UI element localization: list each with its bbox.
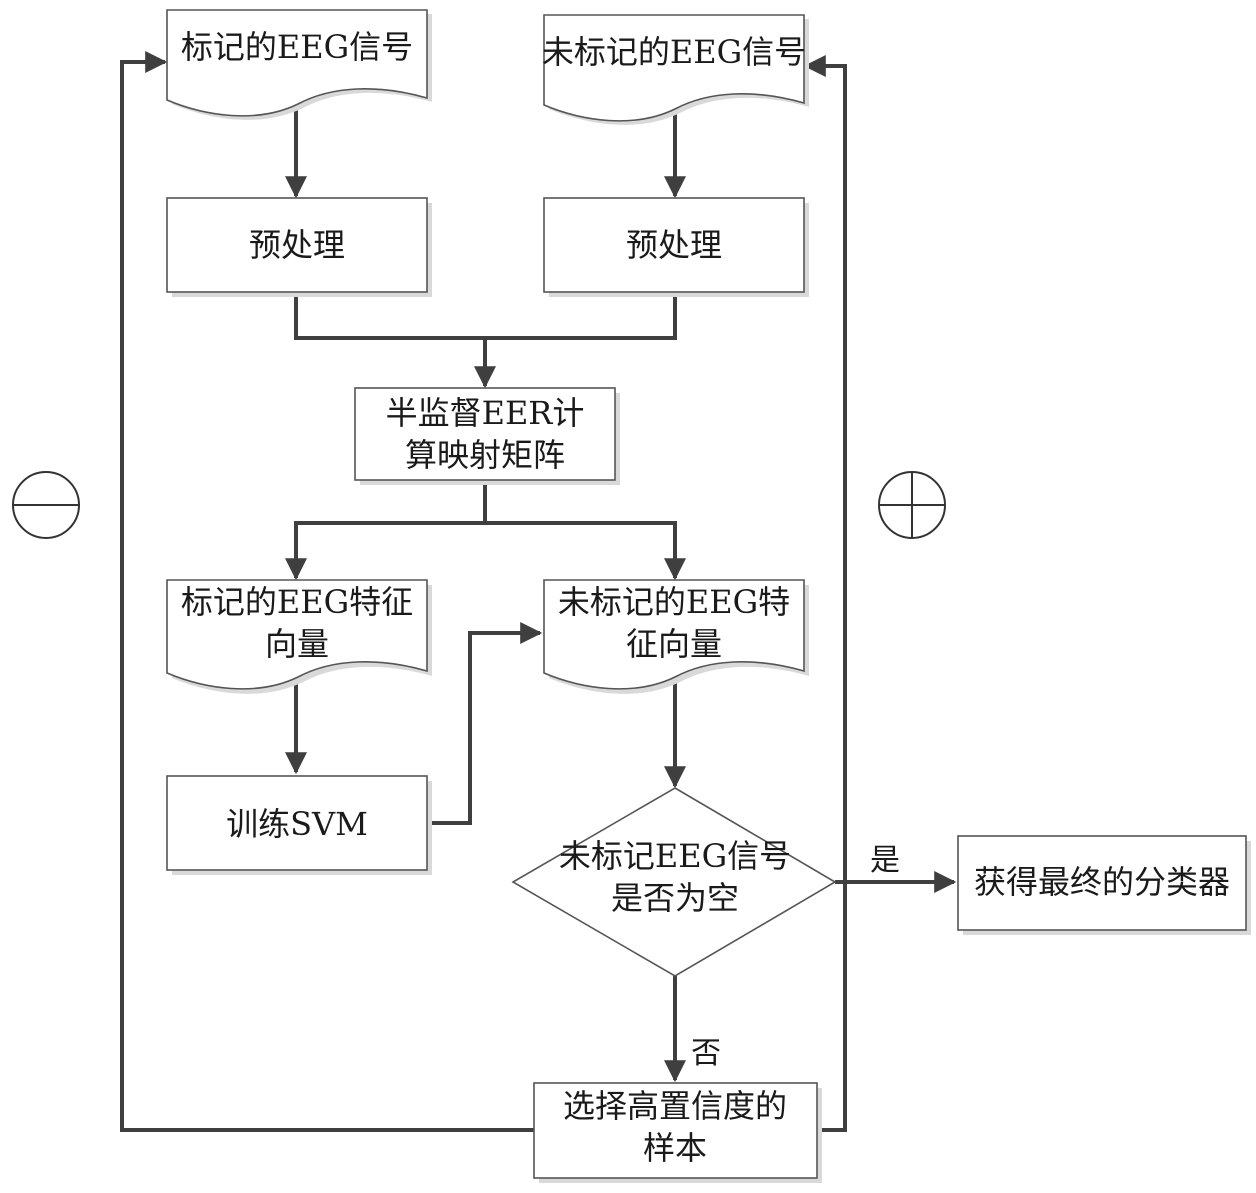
text-line: 征向量 [626,625,722,663]
text-line: 标记的EEG特征 [181,583,413,621]
node-unlabeled-eeg-signal: 未标记的EEG信号 [542,15,809,125]
node-semi-supervised-eer: 半监督EER计算映射矩阵 [355,388,620,485]
node-decision-empty: 未标记EEG信号是否为空 [513,788,835,976]
minus-circle-icon [13,472,79,538]
text-line: 选择高置信度的 [563,1087,787,1125]
edge-svm-to-unlabeled-feature [426,633,540,823]
node-train-svm-text: 训练SVM [226,805,368,843]
node-final-classifier-text: 获得最终的分类器 [974,863,1230,901]
text-line: 标记的EEG信号 [181,28,413,66]
text-line: 预处理 [249,226,345,264]
text-line: 未标记EEG信号 [559,837,791,875]
text-line: 未标记的EEG特 [558,583,790,621]
plus-circle-icon [879,472,945,538]
text-line: 获得最终的分类器 [974,863,1230,901]
edge-feedback-right [806,66,845,1130]
edge-label-yes: 是 [870,843,900,878]
node-select-high-confidence: 选择高置信度的样本 [534,1083,822,1183]
edge-preprocess-left-join [296,292,485,338]
node-train-svm: 训练SVM [167,776,432,875]
text-line: 训练SVM [226,805,368,843]
node-final-classifier: 获得最终的分类器 [958,836,1251,935]
node-unlabeled-eeg-signal-text: 未标记的EEG信号 [542,33,806,71]
node-preprocess-right: 预处理 [544,198,809,297]
text-line: 样本 [643,1129,707,1167]
node-preprocess-left-text: 预处理 [249,226,345,264]
edge-preprocess-right-join [485,292,675,338]
text-line: 是否为空 [611,879,739,917]
text-line: 未标记的EEG信号 [542,33,806,71]
edge-eer-to-labeled-feature [296,523,485,578]
text-line: 算映射矩阵 [405,436,565,474]
node-unlabeled-feature-vector: 未标记的EEG特征向量 [544,580,809,694]
text-line: 向量 [265,625,329,663]
node-labeled-eeg-signal-text: 标记的EEG信号 [181,28,413,66]
node-preprocess-right-text: 预处理 [626,226,722,264]
node-labeled-feature-vector: 标记的EEG特征向量 [167,580,432,694]
edge-label-no: 否 [691,1036,721,1071]
text-line: 半监督EER计 [386,394,585,432]
node-labeled-eeg-signal: 标记的EEG信号 [167,10,432,120]
edge-eer-to-unlabeled-feature [485,523,675,578]
node-preprocess-left: 预处理 [167,198,432,297]
text-line: 预处理 [626,226,722,264]
